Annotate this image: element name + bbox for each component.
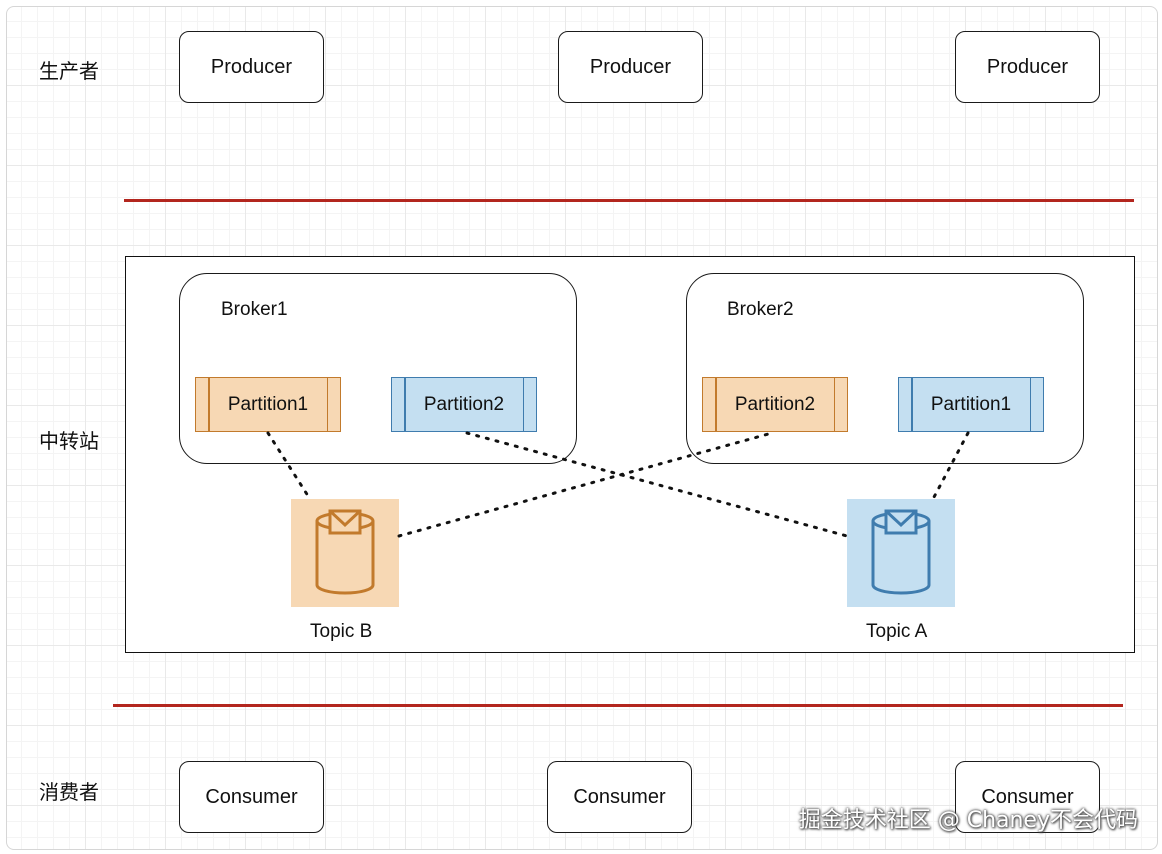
broker-1-label: Broker1 [221,299,288,320]
broker1-partition2: Partition2 [391,377,537,432]
consumer-divider [113,704,1123,707]
broker2-partition2: Partition2 [702,377,848,432]
consumer-node: Consumer [179,761,324,833]
topic-b-icon [291,499,399,607]
producer-divider [124,199,1134,202]
message-bucket-icon [871,509,931,595]
consumer-node: Consumer [955,761,1100,833]
producer-node: Producer [558,31,703,103]
relay-row-label: 中转站 [39,429,99,453]
partition-label: Partition2 [423,393,505,415]
topic-b-label: Topic B [310,621,373,642]
watermark: 掘金技术社区 @ Chaney不会代码 [798,808,1138,833]
topic-a-label: Topic A [866,621,928,642]
partition-label: Partition1 [930,393,1012,415]
producer-row-label: 生产者 [39,59,99,83]
consumer-row-label: 消费者 [39,780,99,804]
producer-node: Producer [179,31,324,103]
broker-2-label: Broker2 [727,299,794,320]
partition-label: Partition2 [734,393,816,415]
broker2-partition1: Partition1 [898,377,1044,432]
message-bucket-icon [315,509,375,595]
producer-node: Producer [955,31,1100,103]
topic-a-icon [847,499,955,607]
partition-label: Partition1 [227,393,309,415]
consumer-node: Consumer [547,761,692,833]
broker1-partition1: Partition1 [195,377,341,432]
